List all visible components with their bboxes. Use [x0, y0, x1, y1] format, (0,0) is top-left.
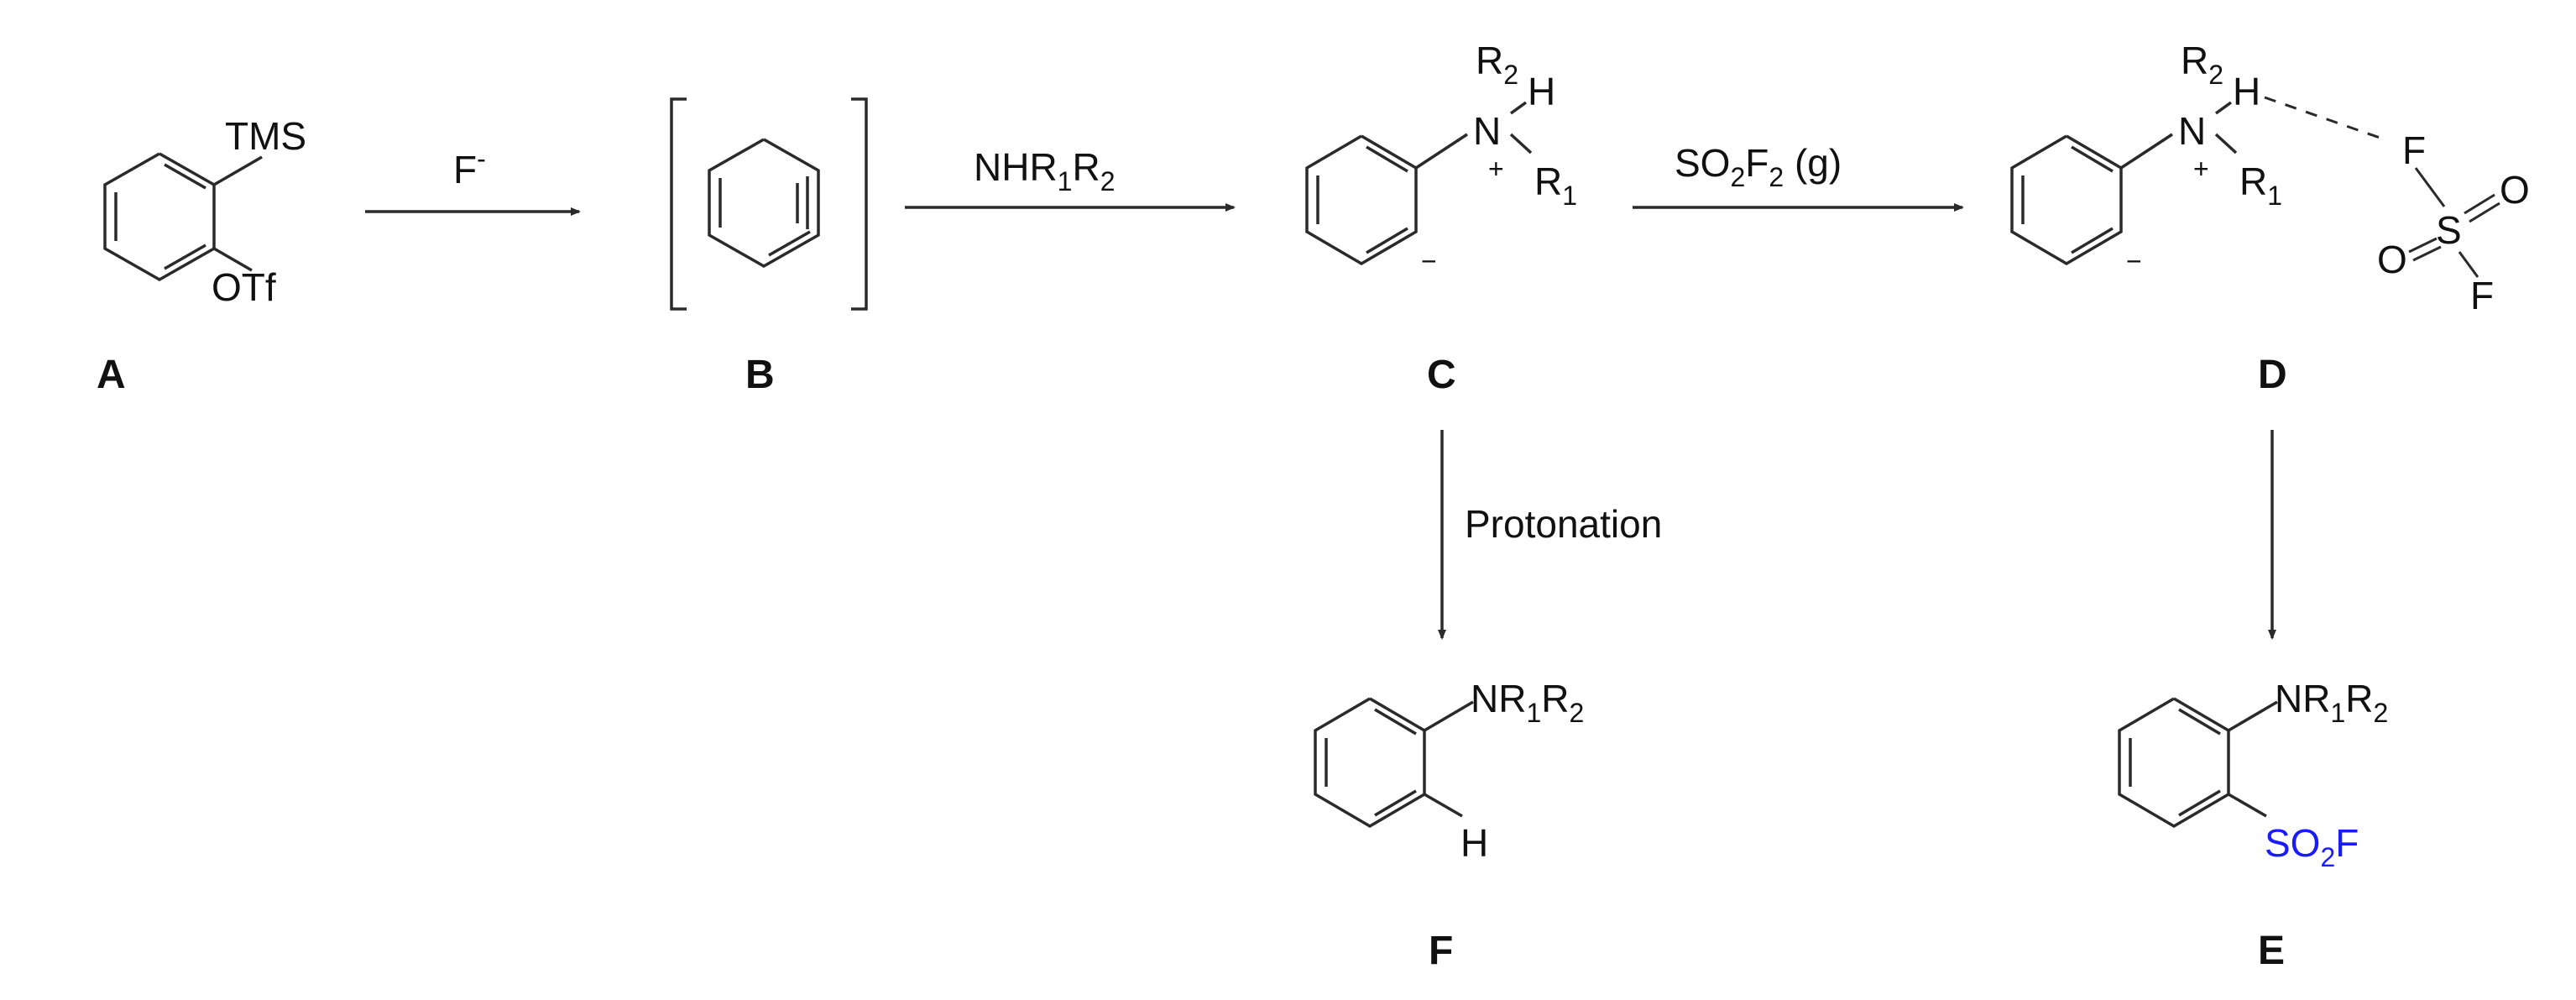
- c-r1: R1: [1534, 160, 1577, 211]
- so2f2-s: S: [2436, 208, 2462, 252]
- f-h: H: [1460, 821, 1488, 865]
- reagent-so2f2: SO2F2 (g): [1675, 141, 1842, 192]
- d-plus: +: [2193, 154, 2209, 184]
- benzene-ring-a: [103, 152, 216, 282]
- bond-c-n-h: [1509, 101, 1528, 115]
- substituent-otf: OTf: [212, 265, 276, 309]
- compound-a: TMS OTf A: [97, 114, 306, 397]
- substituent-tms: TMS: [225, 114, 306, 158]
- bond-d-n: [2120, 133, 2173, 170]
- compound-label-b: B: [745, 353, 775, 397]
- arrow-c-to-d: SO2F2 (g): [1633, 141, 1964, 212]
- bond-e-n: [2228, 700, 2278, 732]
- d-r1: R1: [2239, 160, 2282, 211]
- so2f2-o-left: O: [2377, 238, 2407, 281]
- bond-s-f-top: [2414, 167, 2446, 207]
- so2f2-f-top: F: [2402, 128, 2426, 172]
- benzene-ring-e: [2118, 697, 2230, 829]
- e-amine: NR1R2: [2275, 677, 2388, 728]
- bracket-right: [851, 97, 868, 311]
- reagent-amine: NHR1R2: [974, 145, 1116, 196]
- c-r2: R2: [1476, 39, 1518, 90]
- compound-d: R2 H N + R1 − F S O O F D: [2010, 39, 2530, 397]
- bond-a-otf: [213, 247, 253, 272]
- d-h: H: [2233, 70, 2260, 113]
- benzene-ring-f: [1314, 697, 1426, 829]
- d-minus: −: [2126, 246, 2142, 276]
- bond-c-n: [1415, 133, 1468, 170]
- bracket-left: [670, 97, 687, 311]
- f-amine: NR1R2: [1471, 677, 1584, 728]
- bond-f-h: [1424, 793, 1463, 818]
- reagent-fluoride: F-: [453, 144, 486, 191]
- arrow-c-to-f: Protonation: [1438, 430, 1662, 640]
- bond-s-f-bottom: [2458, 251, 2479, 278]
- compound-label-d: D: [2258, 353, 2287, 397]
- bond-c-n-r1: [1509, 133, 1533, 154]
- so2f2-f-bottom: F: [2470, 274, 2494, 317]
- benzyne-ring: [708, 138, 820, 269]
- bond-s-o-left-1: [2408, 237, 2438, 254]
- compound-label-f: F: [1429, 929, 1453, 973]
- e-sulfonyl-fluoride: SO2F: [2265, 821, 2359, 872]
- compound-e: NR1R2 SO2F E: [2118, 677, 2388, 973]
- bond-f-n: [1424, 700, 1474, 732]
- arrow-b-to-c: NHR1R2: [905, 145, 1236, 212]
- c-minus: −: [1421, 246, 1437, 276]
- arrow-a-to-b: F-: [365, 144, 581, 216]
- bond-s-o-left-2: [2412, 245, 2442, 262]
- compound-label-a: A: [97, 353, 126, 397]
- benzene-ring-c: [1305, 134, 1418, 266]
- bond-d-n-r1: [2214, 133, 2238, 154]
- bond-s-o-right-1: [2464, 193, 2495, 215]
- h-bond-dashed: [2264, 96, 2383, 140]
- compound-c: R2 H N + R1 − C: [1305, 39, 1577, 397]
- bond-s-o-right-2: [2469, 202, 2500, 223]
- compound-label-c: C: [1427, 353, 1456, 397]
- d-r2: R2: [2181, 39, 2223, 90]
- bond-a-tms: [213, 155, 263, 186]
- compound-b: B: [670, 97, 868, 397]
- so2f2-o-right: O: [2500, 168, 2530, 212]
- c-n: N: [1473, 109, 1501, 153]
- c-h: H: [1528, 70, 1555, 113]
- compound-label-e: E: [2258, 929, 2285, 973]
- compound-f: NR1R2 H F: [1314, 677, 1584, 973]
- benzene-ring-d: [2010, 134, 2123, 266]
- c-plus: +: [1488, 154, 1504, 184]
- bond-e-s: [2228, 793, 2267, 818]
- d-n: N: [2178, 109, 2206, 153]
- reagent-protonation: Protonation: [1465, 502, 1662, 546]
- bond-d-n-h: [2214, 101, 2233, 115]
